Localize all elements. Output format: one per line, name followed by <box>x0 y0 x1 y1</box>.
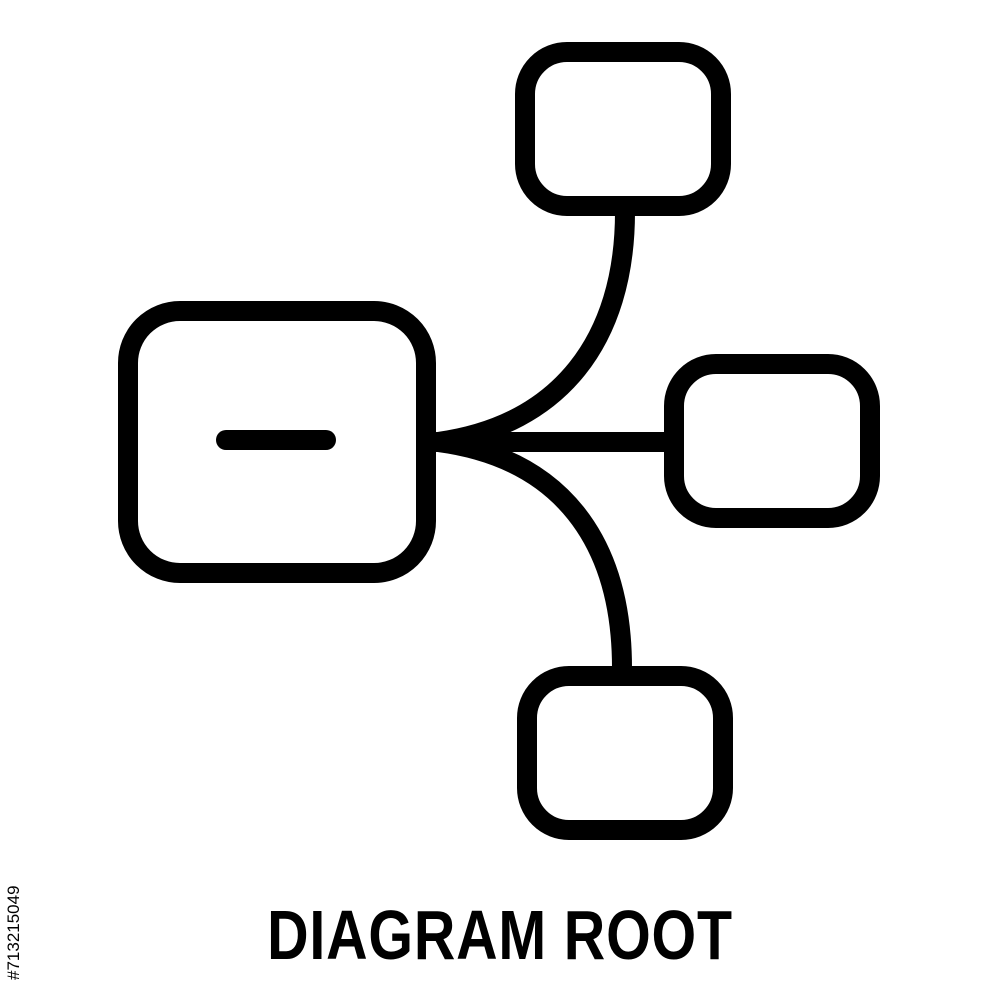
connector-top <box>428 202 635 452</box>
root-node <box>118 301 436 583</box>
child-node-right <box>664 354 880 528</box>
connector-bottom <box>428 432 632 678</box>
child-node-top <box>515 42 731 216</box>
icon-caption: DIAGRAM ROOT <box>267 896 733 974</box>
child-node-bottom <box>517 666 733 840</box>
stock-id-label: #713215049 <box>4 885 23 980</box>
